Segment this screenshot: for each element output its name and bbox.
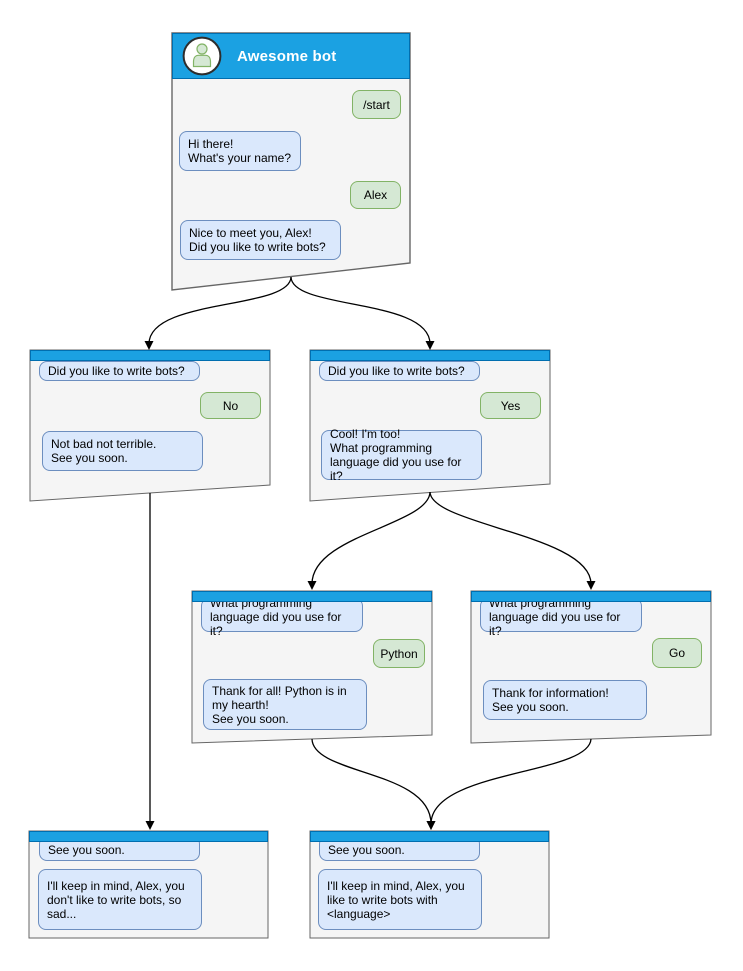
window-branch-python-header[interactable] xyxy=(192,591,432,602)
bot-message-greeting[interactable]: Hi there! What's your name? xyxy=(179,131,301,171)
bot-message-thanks-python[interactable]: Thank for all! Python is in my hearth! S… xyxy=(203,679,367,730)
edge-go-to-end-language[interactable] xyxy=(426,738,592,830)
user-message-python[interactable]: Python xyxy=(373,639,425,668)
edge-yes-to-python[interactable] xyxy=(307,491,431,590)
window-end-no-header[interactable] xyxy=(29,831,268,842)
bot-title: Awesome bot xyxy=(237,47,337,65)
bot-message-cool[interactable]: Cool! I'm too! What programming language… xyxy=(321,427,482,483)
edge-python-to-end-language[interactable] xyxy=(311,738,436,830)
bot-message-question-repeat[interactable]: Did you like to write bots? xyxy=(39,361,200,381)
user-message-yes[interactable]: Yes xyxy=(480,392,541,419)
bot-message-language-question[interactable]: What programming language did you use fo… xyxy=(480,596,642,638)
window-end-language-header[interactable] xyxy=(310,831,549,842)
user-message-name[interactable]: Alex xyxy=(350,181,401,209)
window-root-header[interactable]: Awesome bot xyxy=(172,33,410,79)
user-message-go[interactable]: Go xyxy=(652,638,702,668)
window-branch-yes-header[interactable] xyxy=(310,350,550,361)
bot-message-language-question[interactable]: What programming language did you use fo… xyxy=(201,596,363,638)
edge-root-to-no[interactable] xyxy=(144,276,292,350)
window-branch-go-header[interactable] xyxy=(471,591,711,602)
bot-message-question-repeat[interactable]: Did you like to write bots? xyxy=(319,361,480,381)
bot-message-thanks-info[interactable]: Thank for information! See you soon. xyxy=(483,680,647,720)
user-message-start[interactable]: /start xyxy=(352,90,401,119)
bot-message-not-bad[interactable]: Not bad not terrible. See you soon. xyxy=(42,431,203,471)
bot-message-nice-to-meet[interactable]: Nice to meet you, Alex! Did you like to … xyxy=(180,220,341,260)
bot-message-keep-in-mind-language[interactable]: I'll keep in mind, Alex, you like to wri… xyxy=(318,869,482,930)
window-branch-no-header[interactable] xyxy=(30,350,270,361)
person-icon xyxy=(182,36,222,76)
user-message-no[interactable]: No xyxy=(200,392,261,419)
edge-root-to-yes[interactable] xyxy=(290,276,435,350)
edge-yes-to-go[interactable] xyxy=(429,491,596,590)
bot-message-keep-in-mind-no[interactable]: I'll keep in mind, Alex, you don't like … xyxy=(38,869,202,930)
